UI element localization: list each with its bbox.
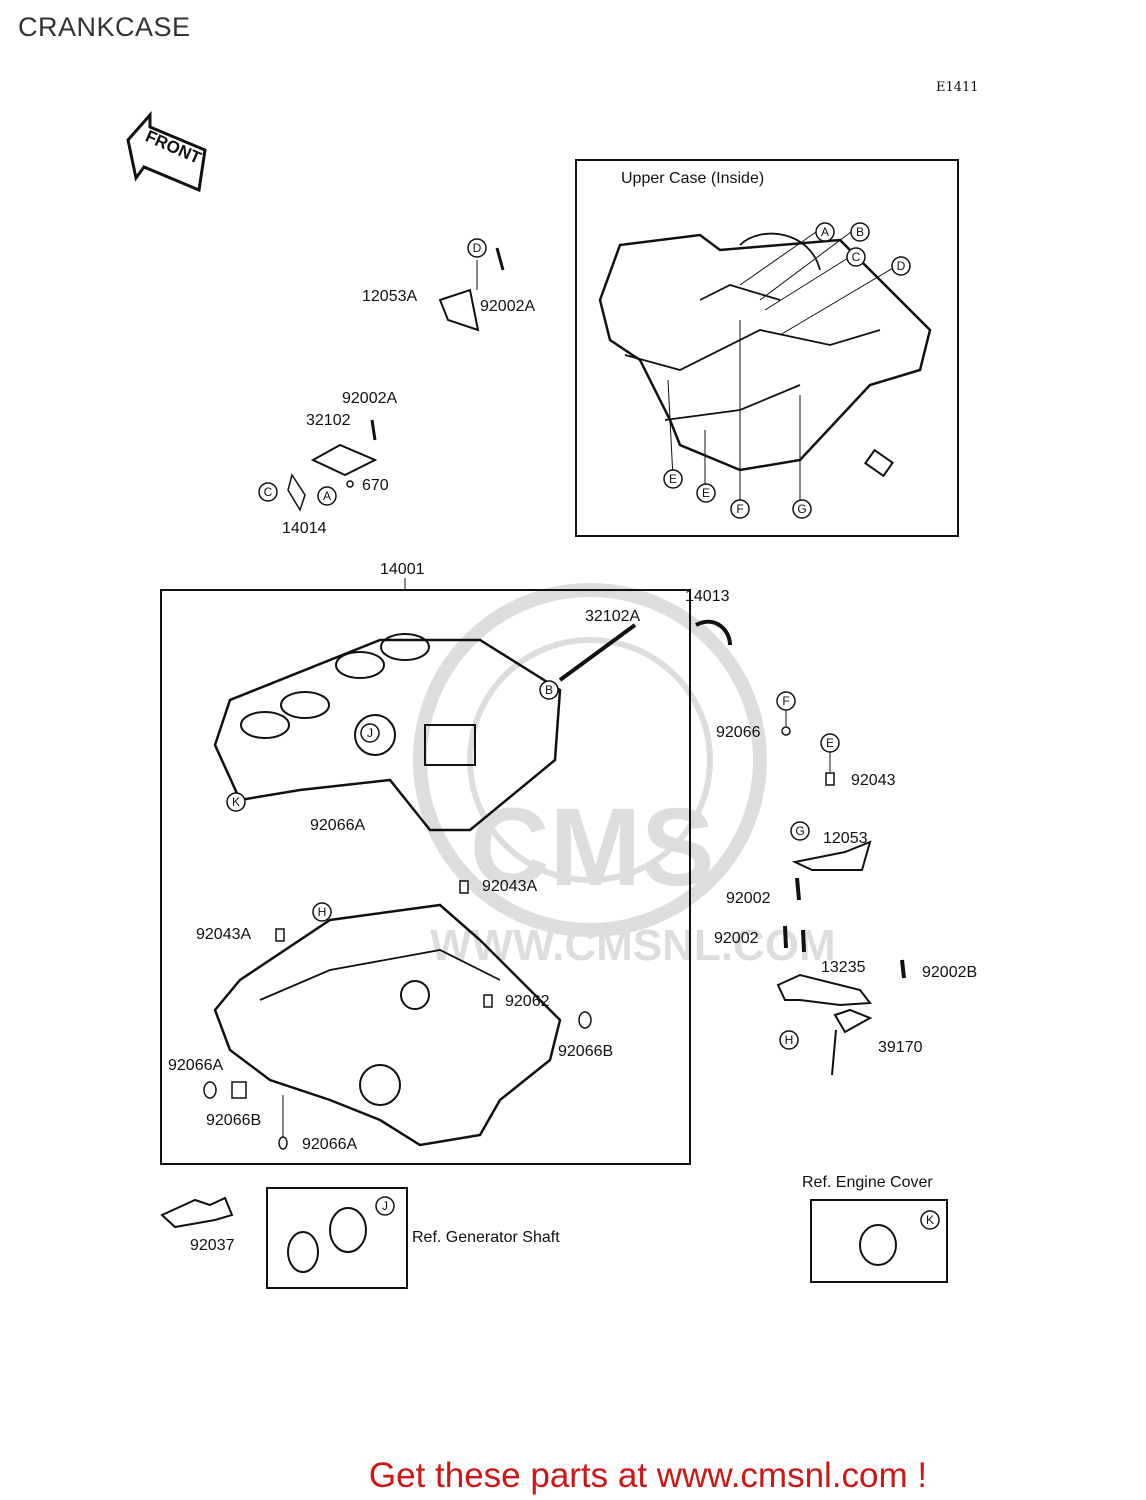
engine-cover-inset bbox=[810, 1199, 948, 1283]
part-label-670: 670 bbox=[362, 477, 389, 494]
marker-a: A bbox=[821, 225, 829, 239]
part-label-92002: 92002 bbox=[726, 890, 771, 907]
part-label-92043a: 92043A bbox=[482, 878, 537, 895]
part-label-92066b: 92066B bbox=[558, 1043, 613, 1060]
marker-c: C bbox=[852, 250, 861, 264]
marker-k: K bbox=[232, 795, 240, 809]
part-label-12053a: 12053A bbox=[362, 288, 417, 305]
part-label-92066a: 92066A bbox=[310, 817, 365, 834]
cap-icon bbox=[859, 1224, 897, 1266]
marker-e: E bbox=[702, 486, 710, 500]
engine-cover-reference: Ref. Engine Cover bbox=[802, 1174, 933, 1191]
generator-shaft-inset bbox=[266, 1187, 408, 1289]
watermark: CMS WWW.CMSNL.COM bbox=[413, 583, 836, 970]
breather-cover-group: D 12053A 92002A bbox=[362, 238, 535, 332]
marker-j: J bbox=[367, 726, 373, 740]
oil-seal-icon bbox=[287, 1231, 319, 1273]
marker-g: G bbox=[795, 824, 804, 838]
part-39170-icon bbox=[831, 1008, 873, 1076]
marker-k: K bbox=[926, 1213, 934, 1227]
part-label-92002a: 92002A bbox=[480, 298, 535, 315]
direction-arrow-icon bbox=[864, 448, 894, 478]
oil-pipe-group: 92002A 32102 670 14014 C A bbox=[258, 390, 397, 537]
marker-b: B bbox=[545, 683, 553, 697]
watermark-brand: CMS bbox=[470, 786, 714, 909]
upper-case-title: Upper Case (Inside) bbox=[621, 170, 764, 187]
part-label-39170: 39170 bbox=[878, 1039, 923, 1056]
part-label-92066: 92066 bbox=[716, 724, 761, 741]
part-label-14001: 14001 bbox=[380, 561, 425, 578]
marker-d: D bbox=[473, 241, 482, 255]
part-label-92062: 92062 bbox=[505, 993, 550, 1010]
part-label-92043a-2: 92043A bbox=[196, 926, 251, 943]
part-label-92066a-2: 92066A bbox=[168, 1057, 223, 1074]
diagram-code: E1411 bbox=[936, 80, 979, 95]
part-label-92037: 92037 bbox=[190, 1237, 235, 1254]
part-label-14013: 14013 bbox=[685, 588, 730, 605]
part-label-32102a: 32102A bbox=[585, 608, 640, 625]
part-label-92043: 92043 bbox=[851, 772, 896, 789]
marker-d: D bbox=[897, 259, 906, 273]
marker-a: A bbox=[323, 489, 331, 503]
part-label-92002-2: 92002 bbox=[714, 930, 759, 947]
upper-case-inset: Upper Case (Inside) A B C D E E F G bbox=[575, 159, 959, 537]
part-label-12053: 12053 bbox=[823, 830, 868, 847]
part-label-92002a-2: 92002A bbox=[342, 390, 397, 407]
marker-f: F bbox=[736, 502, 743, 516]
marker-e: E bbox=[826, 736, 834, 750]
marker-b: B bbox=[856, 225, 864, 239]
upper-crankcase-icon bbox=[213, 638, 562, 832]
marker-j: J bbox=[382, 1199, 388, 1213]
part-14013-icon bbox=[695, 619, 732, 646]
upper-case-outline bbox=[598, 233, 932, 472]
lower-crankcase-icon bbox=[213, 903, 562, 1147]
marker-g: G bbox=[797, 502, 806, 516]
part-label-92066a-3: 92066A bbox=[302, 1136, 357, 1153]
part-label-92002b: 92002B bbox=[922, 964, 977, 981]
part-92037-icon bbox=[160, 1196, 234, 1229]
part-32102-icon bbox=[310, 443, 378, 477]
bearing-icon bbox=[329, 1207, 367, 1253]
part-12053a-icon bbox=[438, 288, 480, 332]
part-12053-icon bbox=[791, 840, 872, 871]
page-title: CRANKCASE bbox=[18, 12, 191, 42]
marker-c: C bbox=[264, 485, 273, 499]
bottom-parts-group: 92037 J Ref. Generator Shaft Ref. Engine… bbox=[160, 1174, 948, 1289]
marker-f: F bbox=[782, 694, 789, 708]
part-label-92066b-2: 92066B bbox=[206, 1112, 261, 1129]
generator-shaft-reference: Ref. Generator Shaft bbox=[412, 1229, 560, 1246]
crankcase-assembly-box: 14001 32102A B J K 92066A H 92043A 92043… bbox=[160, 561, 691, 1165]
upper-markers: A B C D E E F G bbox=[663, 222, 911, 519]
watermark-url: WWW.CMSNL.COM bbox=[430, 921, 836, 970]
right-parts-group: 14013 F 92066 E 92043 G 12053 92002 9200… bbox=[685, 588, 977, 1076]
marker-h: H bbox=[785, 1033, 794, 1047]
part-13235-icon bbox=[776, 973, 872, 1007]
front-arrow-icon: FRONT bbox=[126, 111, 207, 193]
part-14014-icon bbox=[287, 473, 306, 512]
part-label-13235: 13235 bbox=[821, 959, 866, 976]
footer-cta-link[interactable]: Get these parts at www.cmsnl.com ! bbox=[368, 1456, 928, 1495]
part-label-32102: 32102 bbox=[306, 412, 351, 429]
marker-h: H bbox=[318, 905, 327, 919]
marker-e: E bbox=[669, 472, 677, 486]
part-label-14014: 14014 bbox=[282, 520, 327, 537]
